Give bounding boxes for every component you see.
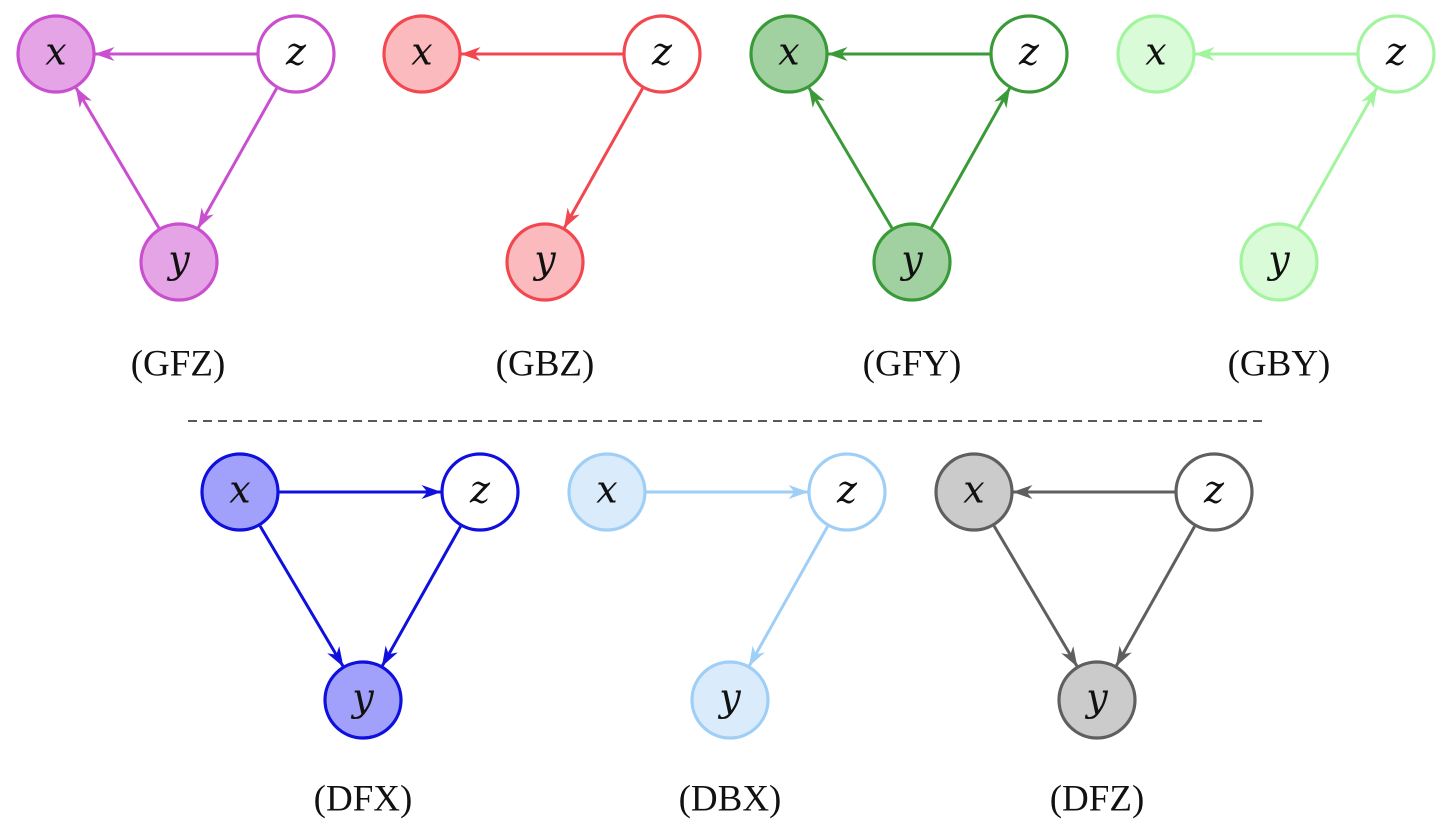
diagram-caption: (GBY)	[1228, 343, 1331, 384]
edge-y-to-x	[74, 87, 161, 229]
node-y	[139, 222, 219, 302]
node-x-label: x	[45, 30, 66, 74]
node-z	[622, 14, 702, 94]
diagram-gfy: x z y (GFY)	[749, 14, 1069, 384]
node-z	[440, 452, 520, 532]
diagram-caption: (GBZ)	[496, 343, 595, 384]
node-x-label: x	[229, 468, 250, 512]
diagram-caption: (GFZ)	[131, 343, 226, 384]
node-y	[1239, 222, 1319, 302]
node-y	[1057, 660, 1137, 740]
node-x	[16, 14, 96, 94]
edge-y-to-z	[1297, 87, 1378, 229]
edge-x-to-y	[992, 525, 1079, 667]
node-x	[749, 14, 829, 94]
node-y-label: y	[350, 676, 374, 720]
node-z-label: z	[1203, 468, 1225, 512]
diagram-caption: (DFZ)	[1050, 778, 1145, 819]
diagram-gfz: x z y (GFZ)	[16, 14, 336, 384]
node-y-label: y	[166, 238, 190, 282]
diagram-caption: (GFY)	[863, 343, 962, 384]
diagram-dbx: x z y (DBX)	[567, 452, 887, 819]
node-z	[989, 14, 1069, 94]
node-z-label: z	[1018, 30, 1040, 74]
edge-y-to-x	[807, 87, 894, 229]
node-x-label: x	[411, 30, 432, 74]
diagram-grid: x z y (GFZ) x z y (GBZ) x z y (GFY) x z y (GBY) x z y (DFX)…	[16, 14, 1436, 819]
edge-y-to-z	[930, 87, 1011, 229]
node-y	[872, 222, 952, 302]
edge-z-to-y	[748, 525, 829, 667]
node-y	[690, 660, 770, 740]
node-x-label: x	[778, 30, 799, 74]
node-y	[323, 660, 403, 740]
node-y	[505, 222, 585, 302]
node-y-label: y	[899, 238, 923, 282]
node-x-label: x	[1145, 30, 1166, 74]
edge-x-to-y	[258, 525, 345, 667]
diagram-caption: (DBX)	[679, 778, 782, 819]
node-x	[567, 452, 647, 532]
node-z-label: z	[469, 468, 491, 512]
node-z	[256, 14, 336, 94]
node-x-label: x	[963, 468, 984, 512]
edge-z-to-y	[197, 87, 278, 229]
diagram-dfz: x z y (DFZ)	[934, 452, 1254, 819]
diagram-gby: x z y (GBY)	[1116, 14, 1436, 384]
node-y-label: y	[1266, 238, 1290, 282]
node-x	[382, 14, 462, 94]
node-y-label: y	[717, 676, 741, 720]
node-x	[1116, 14, 1196, 94]
edge-z-to-y	[1115, 525, 1196, 667]
diagram-caption: (DFX)	[314, 778, 413, 819]
node-x	[200, 452, 280, 532]
node-x-label: x	[596, 468, 617, 512]
edge-z-to-y	[381, 525, 462, 667]
diagram-gbz: x z y (GBZ)	[382, 14, 702, 384]
node-y-label: y	[532, 238, 556, 282]
node-z	[1356, 14, 1436, 94]
node-x	[934, 452, 1014, 532]
diagram-dfx: x z y (DFX)	[200, 452, 520, 819]
node-z	[1174, 452, 1254, 532]
node-z-label: z	[651, 30, 673, 74]
node-z-label: z	[1385, 30, 1407, 74]
node-z	[807, 452, 887, 532]
edge-z-to-y	[563, 87, 644, 229]
node-z-label: z	[285, 30, 307, 74]
node-y-label: y	[1084, 676, 1108, 720]
node-z-label: z	[836, 468, 858, 512]
